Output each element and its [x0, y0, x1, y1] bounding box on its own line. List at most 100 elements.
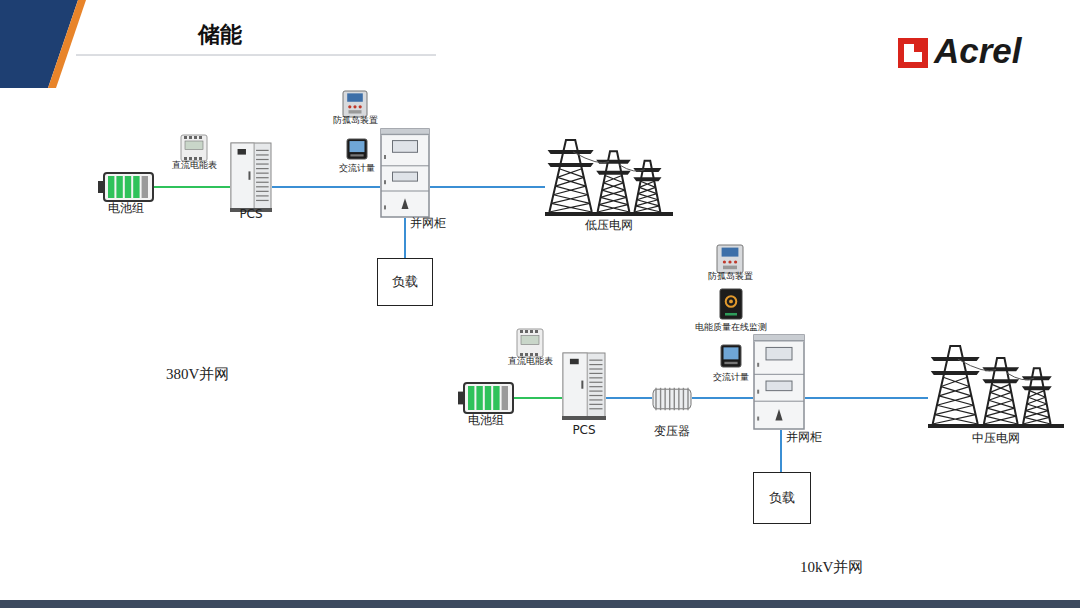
acmeter-icon-part [350, 141, 365, 152]
battery-icon-part [468, 386, 474, 410]
relay-icon-part [723, 266, 737, 270]
trans-node: 变压器 [652, 385, 692, 413]
node-label: 交流计量 [713, 372, 749, 384]
battery-node: 电池组 [458, 382, 514, 414]
pq-icon-part [729, 300, 733, 304]
acmeter-node: 交流计量 [346, 138, 368, 160]
load-box: 负载 [753, 472, 811, 524]
pcs-icon-part [256, 186, 269, 187]
battery-icon-part [116, 176, 122, 198]
relay-icon-part [353, 105, 356, 108]
node-label: 负载 [769, 489, 795, 507]
grid-icon [928, 342, 1064, 428]
trans-icon-part [687, 388, 688, 410]
cabinet-icon-part [402, 198, 409, 209]
pcs-icon-part [256, 191, 269, 192]
bottom-bar [0, 600, 1080, 608]
cabinet-icon-part [754, 340, 804, 341]
grid-icon-part [637, 194, 658, 200]
meter-icon-part [517, 329, 543, 357]
battery-icon-part [485, 386, 491, 410]
meter-icon-part [184, 136, 187, 139]
power-line [404, 218, 406, 258]
pcs-icon-part [589, 368, 602, 369]
relay-icon [342, 90, 368, 118]
pcs-icon-part [231, 143, 254, 211]
acmeter-icon-part [350, 154, 363, 156]
cabinet-icon-part [384, 180, 386, 184]
relay-node: 防孤岛装置 [716, 244, 744, 274]
power-line [272, 186, 380, 188]
grid-icon-part [638, 187, 657, 193]
grid-icon-part [1026, 404, 1048, 411]
grid-icon-part [935, 405, 976, 414]
meter-icon-part [535, 353, 538, 356]
trans-icon-part [669, 388, 670, 410]
node-label: 直流电能表 [172, 160, 217, 172]
node-label: 交流计量 [339, 163, 375, 175]
battery-icon-part [476, 386, 482, 410]
meter-icon-part [530, 330, 533, 333]
cabinet-node: 并网柜 [380, 128, 430, 218]
pq-node: 电能质量在线监测 [719, 288, 743, 320]
grid-icon-part [931, 357, 980, 361]
meter-icon-part [199, 157, 202, 160]
pcs-icon-part [570, 359, 579, 364]
grid-icon-part [928, 424, 1064, 428]
node-label: 电池组 [108, 200, 144, 217]
acmeter-icon [346, 138, 368, 160]
pcs-icon-part [256, 150, 269, 151]
pq-icon-part [725, 313, 737, 316]
pcs-icon-part [256, 173, 269, 174]
relay-icon-part [343, 91, 367, 117]
battery-node: 电池组 [98, 172, 154, 202]
battery-icon [458, 382, 514, 414]
grid-icon [545, 136, 673, 216]
page-title: 储能 [198, 20, 242, 50]
trans-icon-part [683, 388, 684, 410]
cabinet-icon-part [381, 191, 429, 192]
pq-icon-part [726, 296, 737, 307]
grid-icon-part [982, 379, 1019, 383]
cabinet-icon-part [393, 172, 418, 181]
node-label: 负载 [392, 273, 418, 291]
node-label: 防孤岛装置 [708, 271, 753, 283]
meter-icon-part [525, 330, 528, 333]
meter-node: 直流电能表 [516, 328, 544, 358]
relay-icon-part [359, 105, 362, 108]
node-label: 电能质量在线监测 [695, 322, 767, 334]
meter-icon-part [535, 330, 538, 333]
grid-icon-part [557, 169, 583, 178]
relay-icon-part [717, 245, 743, 273]
relay-icon [716, 244, 744, 274]
battery-icon-part [104, 173, 153, 201]
node-label: 电池组 [468, 412, 504, 429]
meter-icon [516, 328, 544, 358]
pcs-icon-part [589, 404, 602, 405]
power-line [430, 186, 545, 188]
grid-icon-part [939, 387, 971, 396]
grid-icon-part [573, 152, 645, 171]
grid-icon-part [958, 359, 1034, 380]
grid-icon-part [604, 176, 624, 183]
grid-icon-part [639, 181, 655, 187]
grid-icon-part [1022, 386, 1052, 390]
load-box: 负载 [377, 258, 433, 306]
grid-icon-part [933, 415, 978, 424]
cabinet-icon-part [384, 205, 386, 209]
cabinet-icon-part [757, 363, 759, 367]
logo-mark [898, 38, 928, 68]
meter-icon-part [521, 336, 539, 345]
grid-icon-part [1028, 391, 1045, 398]
grid-icon-part [1023, 417, 1051, 424]
acmeter-icon [720, 344, 742, 368]
corner-stripe [48, 0, 86, 88]
meter-icon-part [181, 135, 207, 161]
pcs-icon-part [589, 373, 602, 374]
grid-icon-part [551, 195, 589, 204]
pcs-icon-part [256, 200, 269, 201]
meter-icon [180, 134, 208, 162]
cabinet-icon-part [393, 141, 418, 153]
power-line [514, 397, 562, 399]
